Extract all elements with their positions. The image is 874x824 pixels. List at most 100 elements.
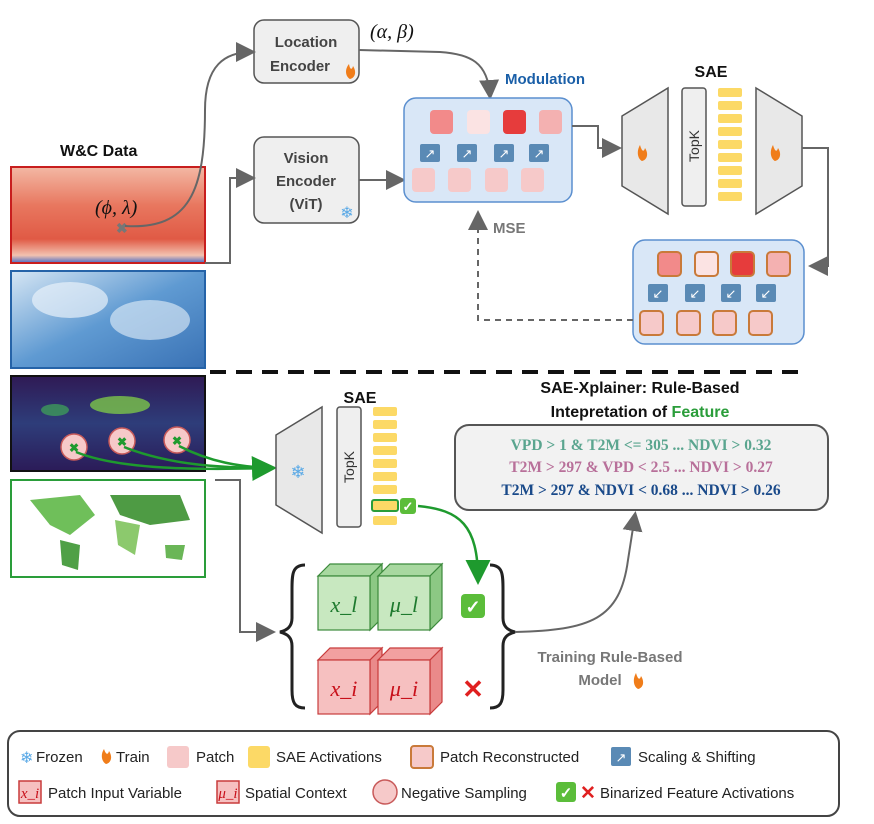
legend-label: Negative Sampling	[401, 785, 527, 802]
scaling-shifting-icon	[457, 144, 477, 162]
reconstructed-patch	[712, 310, 737, 336]
topk-box-bottom	[336, 406, 362, 528]
reconstructed-patch	[639, 310, 664, 336]
spatial-context-cube	[377, 659, 431, 715]
modulation-patch-row	[412, 168, 544, 192]
patch	[485, 168, 508, 192]
sae-activations-top	[718, 88, 742, 201]
svg-text:✖: ✖	[69, 441, 79, 455]
legend-label: Patch Input Variable	[48, 785, 182, 802]
modulation-scaling-row: ↗ ↗ ↗ ↗	[420, 144, 549, 162]
reconstruction-scaling-row: ↙ ↙ ↙ ↙	[648, 284, 776, 302]
cross-icon: ✕	[462, 674, 484, 704]
spatial-context-cube	[377, 575, 431, 631]
snowflake-icon: ❄	[340, 205, 353, 222]
patch-icon	[167, 746, 189, 768]
phi-lambda-label: (ϕ, λ)	[95, 197, 138, 219]
vision-encoder-line2: Encoder	[276, 173, 336, 190]
modulation-title: Modulation	[505, 71, 585, 88]
sae-activation	[373, 433, 397, 442]
fire-icon	[770, 145, 781, 161]
snowflake-icon: ❄	[20, 750, 33, 767]
activation-patch	[503, 110, 526, 134]
mu-l-label: μ_l	[389, 592, 418, 617]
rule-line: T2M > 297 & VPD < 2.5 ... NDVI > 0.27	[509, 459, 773, 476]
training-label-line1: Training Rule-Based	[537, 649, 682, 666]
inverse-scaling-icon	[685, 284, 705, 302]
sae-activation	[718, 166, 742, 175]
location-encoder-line1: Location	[275, 34, 338, 51]
patch-input-variable-icon	[18, 780, 42, 804]
patch-reconstructed-icon	[410, 745, 434, 769]
patch-input-variable-cube	[317, 575, 371, 631]
legend-row-1: ❄ Frozen Train Patch SAE Activations Pat…	[20, 745, 756, 769]
left-brace	[279, 563, 306, 710]
svg-text:↙: ↙	[653, 286, 664, 301]
selected-feature-activation	[371, 499, 399, 512]
sae-activation	[718, 179, 742, 188]
legend-label: SAE Activations	[276, 749, 382, 766]
xplainer-title-prefix: Intepretation of	[551, 404, 672, 421]
reconstruction-patch-row	[639, 310, 773, 336]
sae-activation	[718, 140, 742, 149]
rule-line: VPD > 1 & T2M <= 305 ... NDVI > 0.32	[511, 437, 772, 454]
legend-label: Spatial Context	[245, 785, 348, 802]
scaling-shifting-icon	[529, 144, 549, 162]
svg-text:↗: ↗	[425, 146, 436, 161]
rules-box	[454, 424, 829, 511]
svg-text:↗: ↗	[462, 146, 473, 161]
reconstructed-patch	[676, 310, 701, 336]
patch	[448, 168, 471, 192]
cross-icon: ✕	[580, 783, 596, 804]
training-to-rules-arrow	[514, 511, 643, 633]
svg-text:✓: ✓	[560, 785, 573, 802]
negative-sampling-circle	[163, 426, 191, 454]
mse-label: MSE	[493, 220, 526, 237]
x-l-label: x_l	[330, 592, 358, 617]
topk-box-top	[681, 87, 707, 207]
sae-activation	[373, 459, 397, 468]
temperature-map	[10, 166, 206, 264]
right-brace	[489, 563, 516, 710]
sae-activation	[718, 114, 742, 123]
svg-text:↙: ↙	[761, 286, 772, 301]
location-encoder-line2: Encoder	[270, 58, 330, 75]
modulation-to-sae-arrow	[572, 125, 622, 158]
legend-box	[7, 730, 840, 817]
activation-patch	[467, 110, 490, 134]
svg-text:↗: ↗	[534, 146, 545, 161]
sae-activation	[718, 127, 742, 136]
topk-label-top: TopK	[686, 129, 702, 162]
sae-title-bottom: SAE	[344, 390, 377, 407]
fire-icon	[633, 673, 644, 689]
legend-label: Scaling & Shifting	[638, 749, 756, 766]
scaling-shifting-icon	[494, 144, 514, 162]
landcover-map	[10, 479, 206, 578]
legend-label: Patch	[196, 749, 234, 766]
map-to-vision-arrow	[205, 168, 256, 264]
legend-label: Train	[116, 749, 150, 766]
vision-encoder-line1: Vision	[284, 150, 329, 167]
mu-i-label: μ_i	[389, 676, 418, 701]
svg-text:✖: ✖	[172, 434, 182, 448]
activation-patch	[430, 110, 453, 134]
legend-label: Patch Reconstructed	[440, 749, 579, 766]
negative-sampling-icon	[372, 779, 398, 805]
snowflake-icon: ❄	[290, 462, 305, 482]
scaling-shifting-icon	[420, 144, 440, 162]
reconstructed-patch	[730, 251, 755, 277]
svg-text:↙: ↙	[726, 286, 737, 301]
sae-activation	[373, 446, 397, 455]
modulation-activations-row	[430, 110, 562, 134]
inverse-scaling-icon	[721, 284, 741, 302]
sae-activation-icon	[248, 746, 270, 768]
fire-icon	[101, 749, 112, 764]
location-marker-icon: ✖	[116, 220, 128, 236]
legend-glyph: x_i	[20, 786, 39, 802]
sae-activation	[373, 472, 397, 481]
svg-text:✓: ✓	[403, 499, 414, 514]
sae-to-reconstruction-arrow	[802, 147, 829, 276]
sae-activation	[718, 153, 742, 162]
scaling-shifting-icon	[611, 747, 631, 766]
sae-activation	[373, 516, 397, 525]
